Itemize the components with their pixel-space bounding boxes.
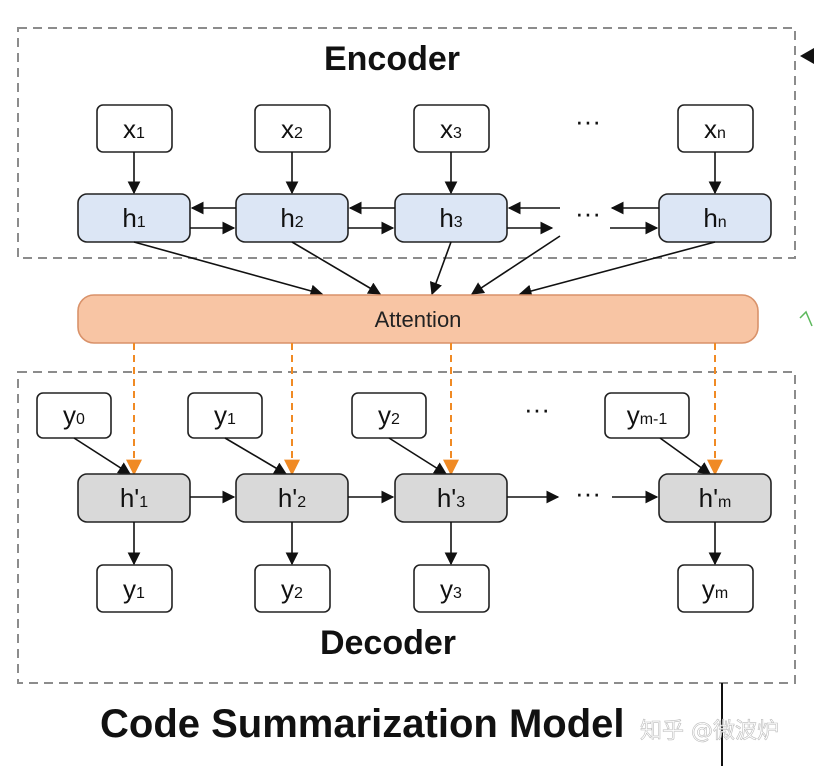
svg-text:hn: hn	[703, 203, 726, 233]
encoder-hidden-h1: h1	[77, 193, 191, 243]
svg-text:x3: x3	[440, 114, 462, 144]
svg-text:h2: h2	[280, 203, 303, 233]
svg-text:xn: xn	[704, 114, 726, 144]
decoder-input-y2: y2	[351, 392, 427, 439]
model-title: Code Summarization Model	[100, 702, 625, 746]
svg-text:y2: y2	[281, 574, 303, 604]
decoder-output-y1: y1	[96, 564, 173, 613]
encoder-input-xn: xn	[677, 104, 754, 153]
svg-text:h'3: h'3	[437, 483, 465, 513]
decoder-input-y1: y1	[187, 392, 263, 439]
svg-text:y0: y0	[63, 400, 85, 430]
svg-text:Attention: Attention	[375, 307, 462, 332]
decoder-input-ellipsis: ···	[524, 394, 550, 424]
encoder-input-ellipsis: ···	[575, 106, 601, 136]
encoder-hidden-hn: hn	[658, 193, 772, 243]
encoder-hidden-ellipsis: ···	[575, 198, 601, 228]
svg-text:h'2: h'2	[278, 483, 306, 513]
decoder-title: Decoder	[320, 624, 456, 662]
svg-text:ym: ym	[702, 574, 728, 604]
decoder-input-ym-1: ym-1	[604, 392, 690, 439]
svg-text:x2: x2	[281, 114, 303, 144]
svg-text:x1: x1	[123, 114, 145, 144]
encoder-hidden-h2: h2	[235, 193, 349, 243]
svg-text:y1: y1	[123, 574, 145, 604]
svg-text:y2: y2	[378, 400, 400, 430]
svg-text:ym-1: ym-1	[627, 400, 668, 430]
encoder-frame	[17, 27, 796, 259]
svg-text:h'm: h'm	[699, 483, 732, 513]
encoder-hidden-h3: h3	[394, 193, 508, 243]
decoder-output-ym: ym	[677, 564, 754, 613]
svg-text:h'1: h'1	[120, 483, 148, 513]
decoder-input-y0: y0	[36, 392, 112, 439]
decoder-output-y3: y3	[413, 564, 490, 613]
attention-layer: Attention	[77, 294, 759, 344]
encoder-title: Encoder	[324, 40, 460, 78]
svg-text:y1: y1	[214, 400, 236, 430]
decoder-hidden-h2: h'2	[235, 473, 349, 523]
encoder-input-x3: x3	[413, 104, 490, 153]
decoder-hidden-hm: h'm	[658, 473, 772, 523]
svg-text:h1: h1	[122, 203, 145, 233]
encoder-input-x1: x1	[96, 104, 173, 153]
svg-text:h3: h3	[439, 203, 462, 233]
side-arrow-icon	[800, 48, 814, 64]
decoder-frame	[17, 371, 796, 684]
svg-text:y3: y3	[440, 574, 462, 604]
side-mark-icon	[799, 310, 813, 327]
decoder-output-y2: y2	[254, 564, 331, 613]
watermark: 知乎 @微波炉	[640, 719, 779, 744]
encoder-input-x2: x2	[254, 104, 331, 153]
decoder-hidden-ellipsis: ···	[575, 478, 601, 508]
decoder-hidden-h1: h'1	[77, 473, 191, 523]
decoder-hidden-h3: h'3	[394, 473, 508, 523]
